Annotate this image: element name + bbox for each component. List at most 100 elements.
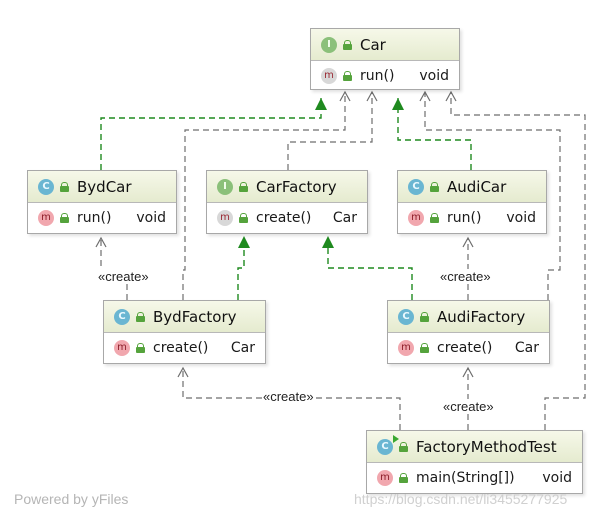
open-arrow-bydfactory bbox=[177, 366, 189, 378]
method-icon: m bbox=[398, 339, 414, 356]
node-bydcar-method[interactable]: m run() void bbox=[28, 203, 176, 232]
method-icon: m bbox=[114, 339, 130, 356]
edge-carfactory-uses-car bbox=[287, 92, 373, 170]
node-factorymethodtest-header: C FactoryMethodTest bbox=[367, 431, 582, 463]
node-audifactory-method[interactable]: m create() Car bbox=[388, 333, 549, 362]
node-factorymethodtest-title: FactoryMethodTest bbox=[416, 437, 557, 456]
node-audifactory[interactable]: C AudiFactory m create() Car bbox=[387, 300, 550, 364]
node-audicar-header: C AudiCar bbox=[398, 171, 546, 203]
node-car[interactable]: I Car m run() void bbox=[310, 28, 460, 90]
open-arrow-car-3 bbox=[419, 90, 431, 102]
node-carfactory-method[interactable]: m create() Car bbox=[207, 203, 367, 232]
node-bydcar-title: BydCar bbox=[77, 177, 132, 196]
public-lock-icon bbox=[399, 472, 408, 483]
run-icon bbox=[393, 435, 399, 443]
node-factorymethodtest-method[interactable]: m main(String[]) void bbox=[367, 463, 582, 492]
public-lock-icon bbox=[343, 39, 352, 50]
interface-icon: I bbox=[217, 178, 233, 195]
method-return-type: Car bbox=[332, 209, 357, 226]
yfiles-watermark: Powered by yFiles bbox=[14, 491, 129, 507]
node-bydfactory[interactable]: C BydFactory m create() Car bbox=[103, 300, 266, 364]
stereotype-label: «create» bbox=[439, 269, 492, 284]
node-car-title: Car bbox=[360, 35, 386, 54]
node-factorymethodtest[interactable]: C FactoryMethodTest m main(String[]) voi… bbox=[366, 430, 583, 494]
method-name: run() bbox=[360, 67, 395, 84]
source-url-watermark: https://blog.csdn.net/li3455277925 bbox=[354, 491, 568, 507]
node-bydcar-header: C BydCar bbox=[28, 171, 176, 203]
method-icon: m bbox=[408, 209, 424, 226]
node-bydfactory-title: BydFactory bbox=[153, 307, 237, 326]
stereotype-label: «create» bbox=[97, 269, 150, 284]
open-arrow-car-1 bbox=[339, 90, 351, 102]
edge-bydfactory-implements-carfactory bbox=[237, 248, 245, 300]
realization-arrowheads bbox=[238, 98, 404, 248]
method-name: main(String[]) bbox=[416, 469, 515, 486]
method-icon: m bbox=[377, 469, 393, 486]
open-arrow-bydcar bbox=[95, 236, 107, 248]
public-lock-icon bbox=[420, 311, 429, 322]
node-car-header: I Car bbox=[311, 29, 459, 61]
method-return-type: void bbox=[506, 209, 536, 226]
edge-audicar-implements-car bbox=[397, 98, 472, 170]
public-lock-icon bbox=[60, 212, 69, 223]
public-lock-icon bbox=[430, 212, 439, 223]
method-name: run() bbox=[77, 209, 112, 226]
method-name: create() bbox=[437, 339, 493, 356]
arrowhead-carfactory-2 bbox=[322, 236, 334, 248]
node-audicar[interactable]: C AudiCar m run() void bbox=[397, 170, 547, 234]
public-lock-icon bbox=[399, 441, 408, 452]
node-audicar-method[interactable]: m run() void bbox=[398, 203, 546, 232]
arrowhead-car-2 bbox=[392, 98, 404, 110]
edge-audifactory-implements-carfactory bbox=[327, 248, 413, 300]
class-icon: C bbox=[398, 308, 414, 325]
public-lock-icon bbox=[60, 181, 69, 192]
class-icon: C bbox=[38, 178, 54, 195]
public-lock-icon bbox=[420, 342, 429, 353]
method-name: create() bbox=[256, 209, 312, 226]
method-icon: m bbox=[217, 209, 233, 226]
method-icon: m bbox=[321, 67, 337, 84]
edge-bydfactory-uses-car bbox=[182, 92, 346, 300]
method-return-type: void bbox=[542, 469, 572, 486]
interface-icon: I bbox=[321, 36, 337, 53]
dependency-arrowheads bbox=[95, 90, 474, 378]
stereotype-label: «create» bbox=[262, 389, 315, 404]
open-arrow-audifactory bbox=[462, 366, 474, 378]
method-name: create() bbox=[153, 339, 209, 356]
public-lock-icon bbox=[343, 70, 352, 81]
node-carfactory-header: I CarFactory bbox=[207, 171, 367, 203]
open-arrow-audicar bbox=[462, 236, 474, 248]
open-arrow-car-2 bbox=[366, 90, 378, 102]
stereotype-label: «create» bbox=[442, 399, 495, 414]
method-name: run() bbox=[447, 209, 482, 226]
node-bydfactory-header: C BydFactory bbox=[104, 301, 265, 333]
public-lock-icon bbox=[136, 342, 145, 353]
public-lock-icon bbox=[136, 311, 145, 322]
public-lock-icon bbox=[430, 181, 439, 192]
arrowhead-carfactory-1 bbox=[238, 236, 250, 248]
method-return-type: void bbox=[419, 67, 449, 84]
node-audifactory-header: C AudiFactory bbox=[388, 301, 549, 333]
method-return-type: Car bbox=[514, 339, 539, 356]
arrowhead-car-1 bbox=[315, 98, 327, 110]
class-icon: C bbox=[408, 178, 424, 195]
node-car-method[interactable]: m run() void bbox=[311, 61, 459, 90]
public-lock-icon bbox=[239, 212, 248, 223]
node-bydcar[interactable]: C BydCar m run() void bbox=[27, 170, 177, 234]
node-bydfactory-method[interactable]: m create() Car bbox=[104, 333, 265, 362]
node-carfactory-title: CarFactory bbox=[256, 177, 337, 196]
class-icon: C bbox=[377, 438, 393, 455]
class-icon: C bbox=[114, 308, 130, 325]
node-carfactory[interactable]: I CarFactory m create() Car bbox=[206, 170, 368, 234]
edge-audifactory-uses-car bbox=[424, 92, 561, 300]
method-return-type: Car bbox=[230, 339, 255, 356]
dependency-edges bbox=[100, 92, 586, 430]
open-arrow-car-4 bbox=[445, 90, 457, 102]
node-audifactory-title: AudiFactory bbox=[437, 307, 526, 326]
method-icon: m bbox=[38, 209, 54, 226]
public-lock-icon bbox=[239, 181, 248, 192]
edge-test-uses-car bbox=[450, 92, 586, 430]
method-return-type: void bbox=[136, 209, 166, 226]
node-audicar-title: AudiCar bbox=[447, 177, 507, 196]
